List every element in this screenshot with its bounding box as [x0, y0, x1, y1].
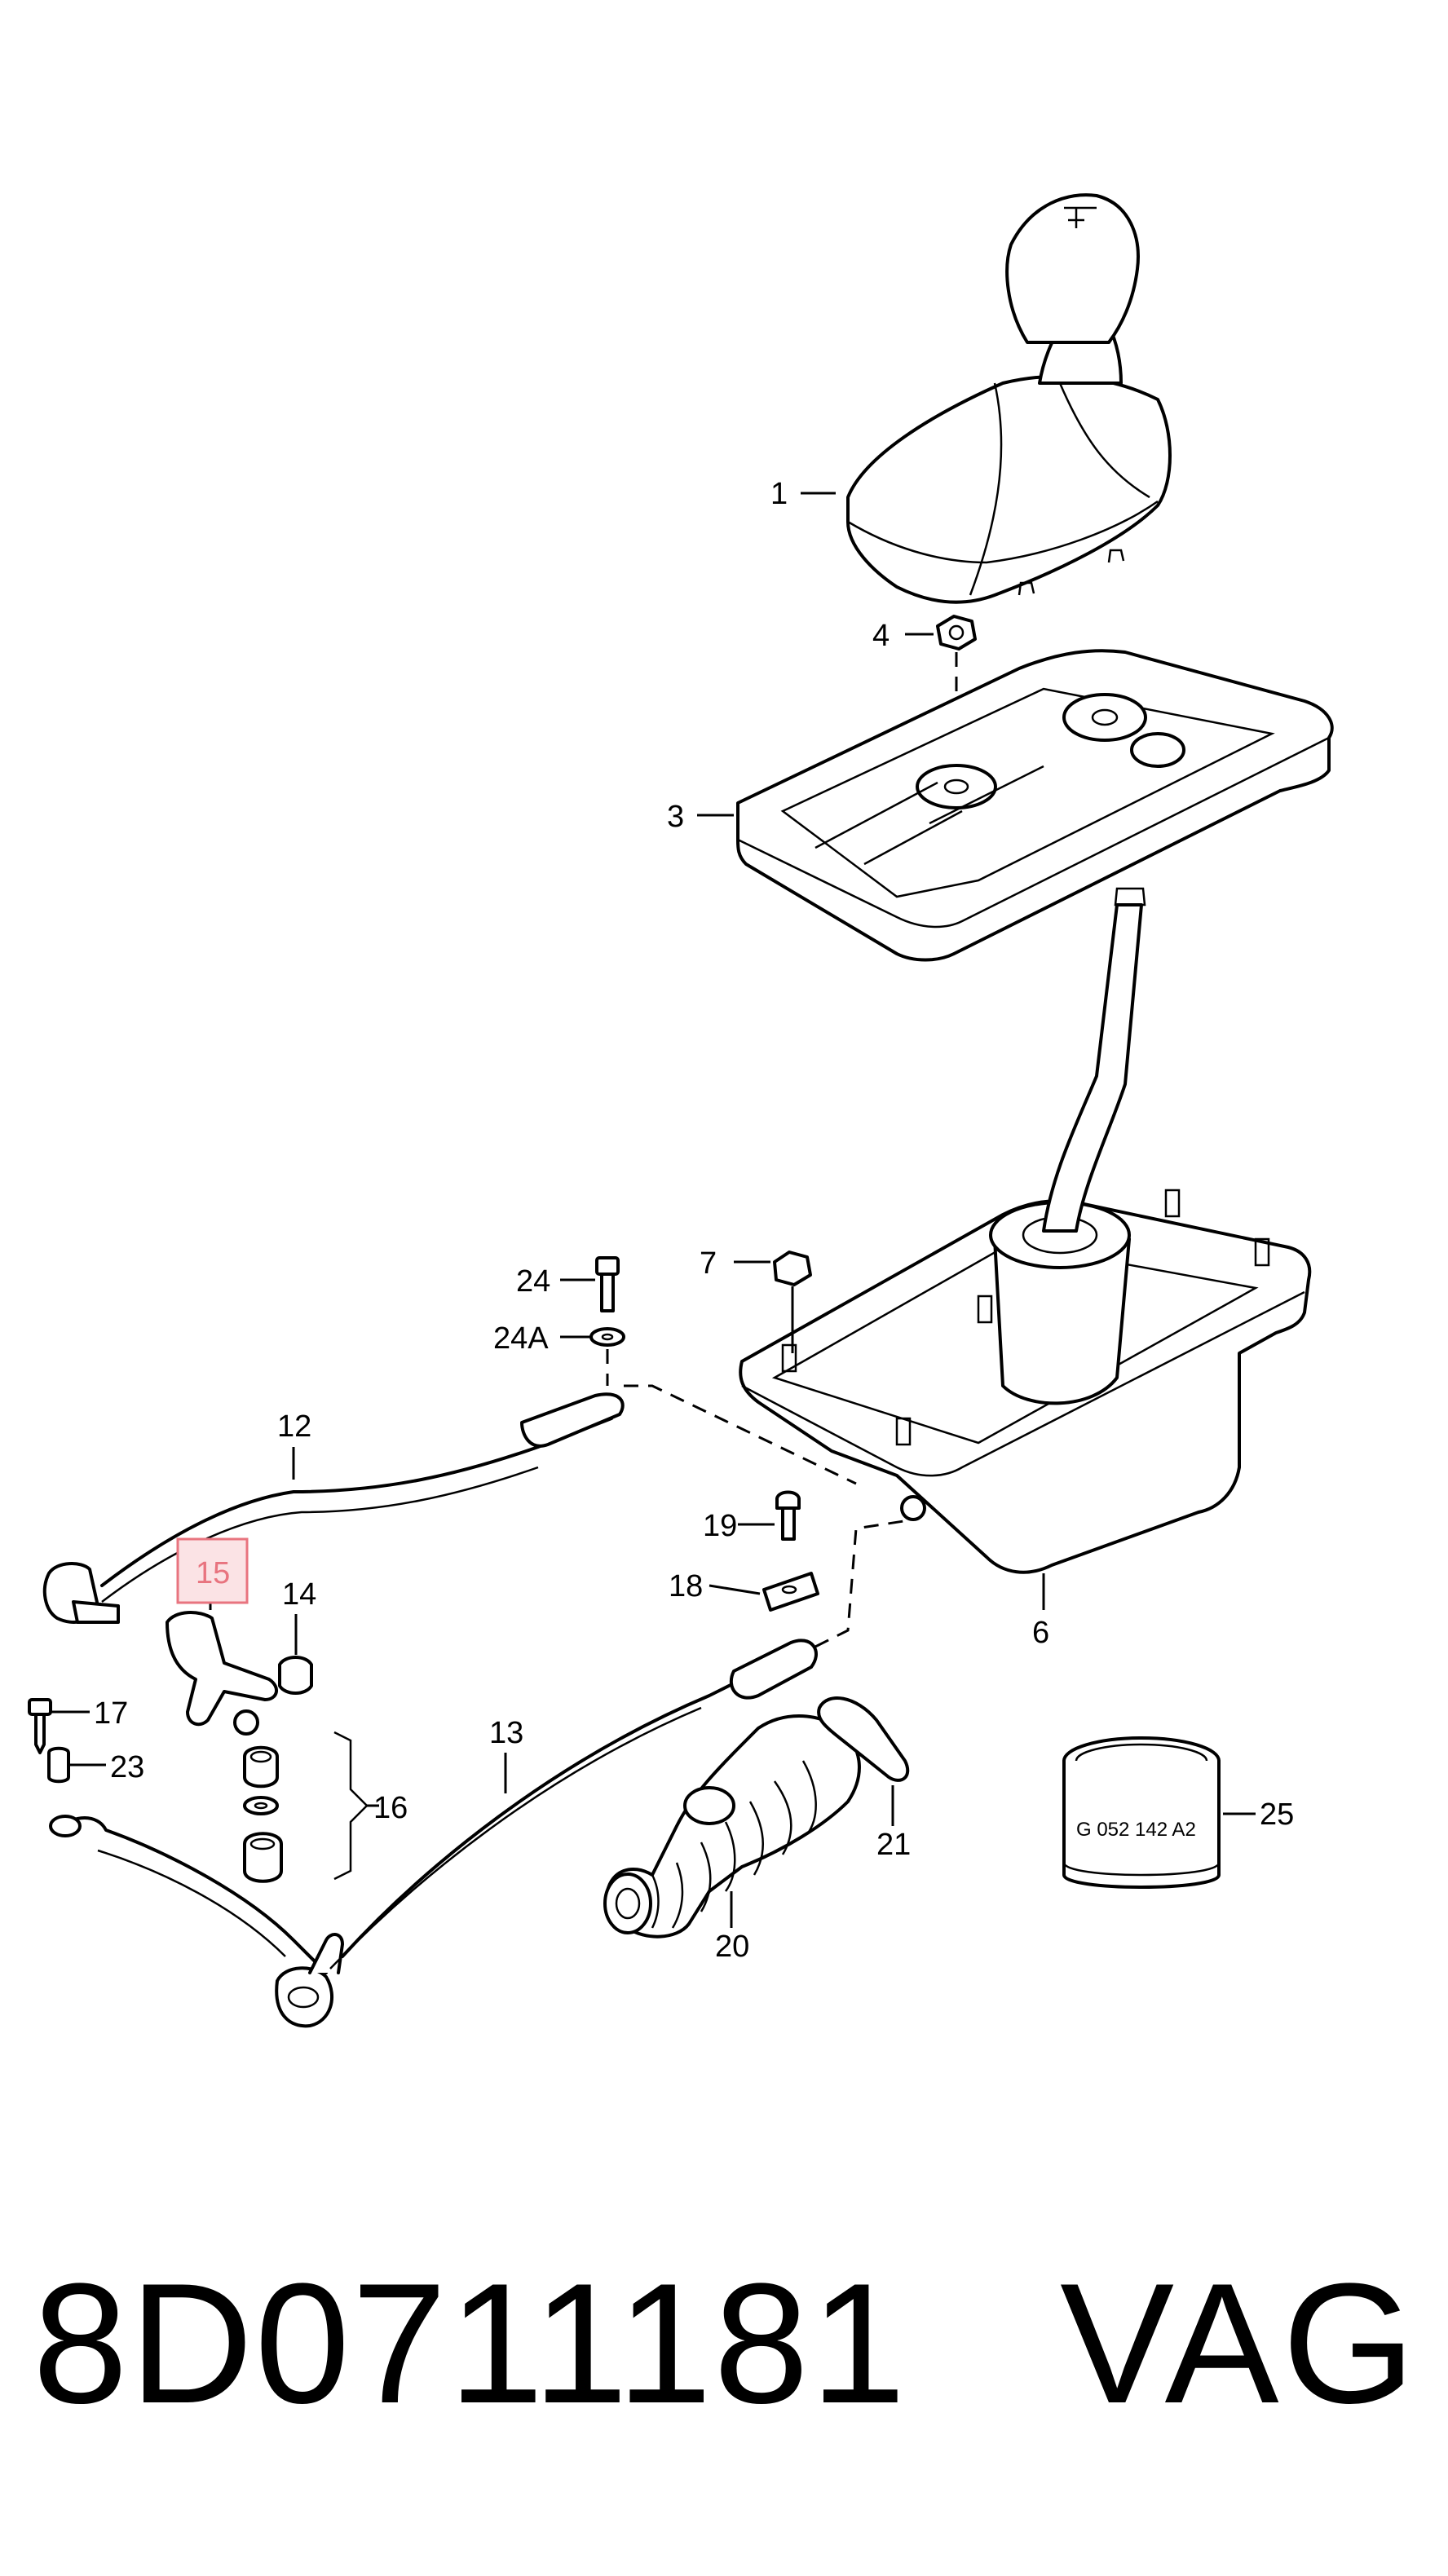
sleeve-part-23: [47, 1746, 70, 1784]
callout-16: 16: [373, 1791, 408, 1825]
shift-rod-part-12: [42, 1392, 625, 1624]
callout-19: 19: [703, 1509, 737, 1543]
brand-title: VAG: [1060, 2247, 1419, 2439]
bolt-part-24: [595, 1256, 620, 1312]
bolt-part-19: [775, 1490, 801, 1541]
assembly-line-12: [624, 1384, 857, 1485]
callout-14: 14: [282, 1577, 316, 1612]
bushing-set-part-16: [243, 1731, 369, 1883]
part-25-label: G 052 142 A2: [1076, 1819, 1196, 1841]
leader-lines: [51, 492, 1256, 1928]
cover-plate-part-3: [736, 649, 1334, 962]
callout-18: 18: [669, 1569, 703, 1603]
callout-17: 17: [94, 1696, 128, 1731]
callout-7: 7: [700, 1246, 717, 1281]
rubber-boot-part-20: [603, 1714, 861, 1939]
washer-part-24a: [589, 1327, 625, 1347]
callout-23: 23: [110, 1750, 144, 1784]
assembly-line-13: [814, 1519, 910, 1648]
shifter-housing-part-6: [739, 887, 1312, 1574]
callout-24a: 24A: [493, 1321, 549, 1356]
callout-15: 15: [196, 1556, 230, 1590]
sealant-tin-part-25: [1062, 1736, 1221, 1889]
callout-13: 13: [489, 1716, 523, 1750]
nut-part-7: [773, 1251, 812, 1353]
callout-21: 21: [876, 1828, 911, 1862]
callout-1: 1: [770, 477, 788, 511]
callout-3: 3: [667, 800, 684, 834]
highlight-box-15: [176, 1537, 249, 1604]
callout-25: 25: [1260, 1797, 1294, 1832]
bracket-part-15: [166, 1611, 278, 1736]
selector-rod-part-13: [49, 1639, 818, 2028]
callout-4: 4: [872, 619, 890, 653]
screw-part-17: [28, 1698, 52, 1754]
ring-part-21: [817, 1696, 910, 1782]
callout-20: 20: [715, 1930, 749, 1964]
gear-knob-boot: [846, 193, 1172, 604]
nut-part-4: [936, 615, 977, 651]
clip-part-18: [762, 1572, 819, 1612]
callout-12: 12: [277, 1409, 311, 1444]
part-number-title: 8D0711181: [33, 2247, 907, 2439]
callout-24: 24: [516, 1264, 550, 1299]
callout-6: 6: [1032, 1616, 1049, 1650]
cap-part-14: [278, 1656, 313, 1695]
